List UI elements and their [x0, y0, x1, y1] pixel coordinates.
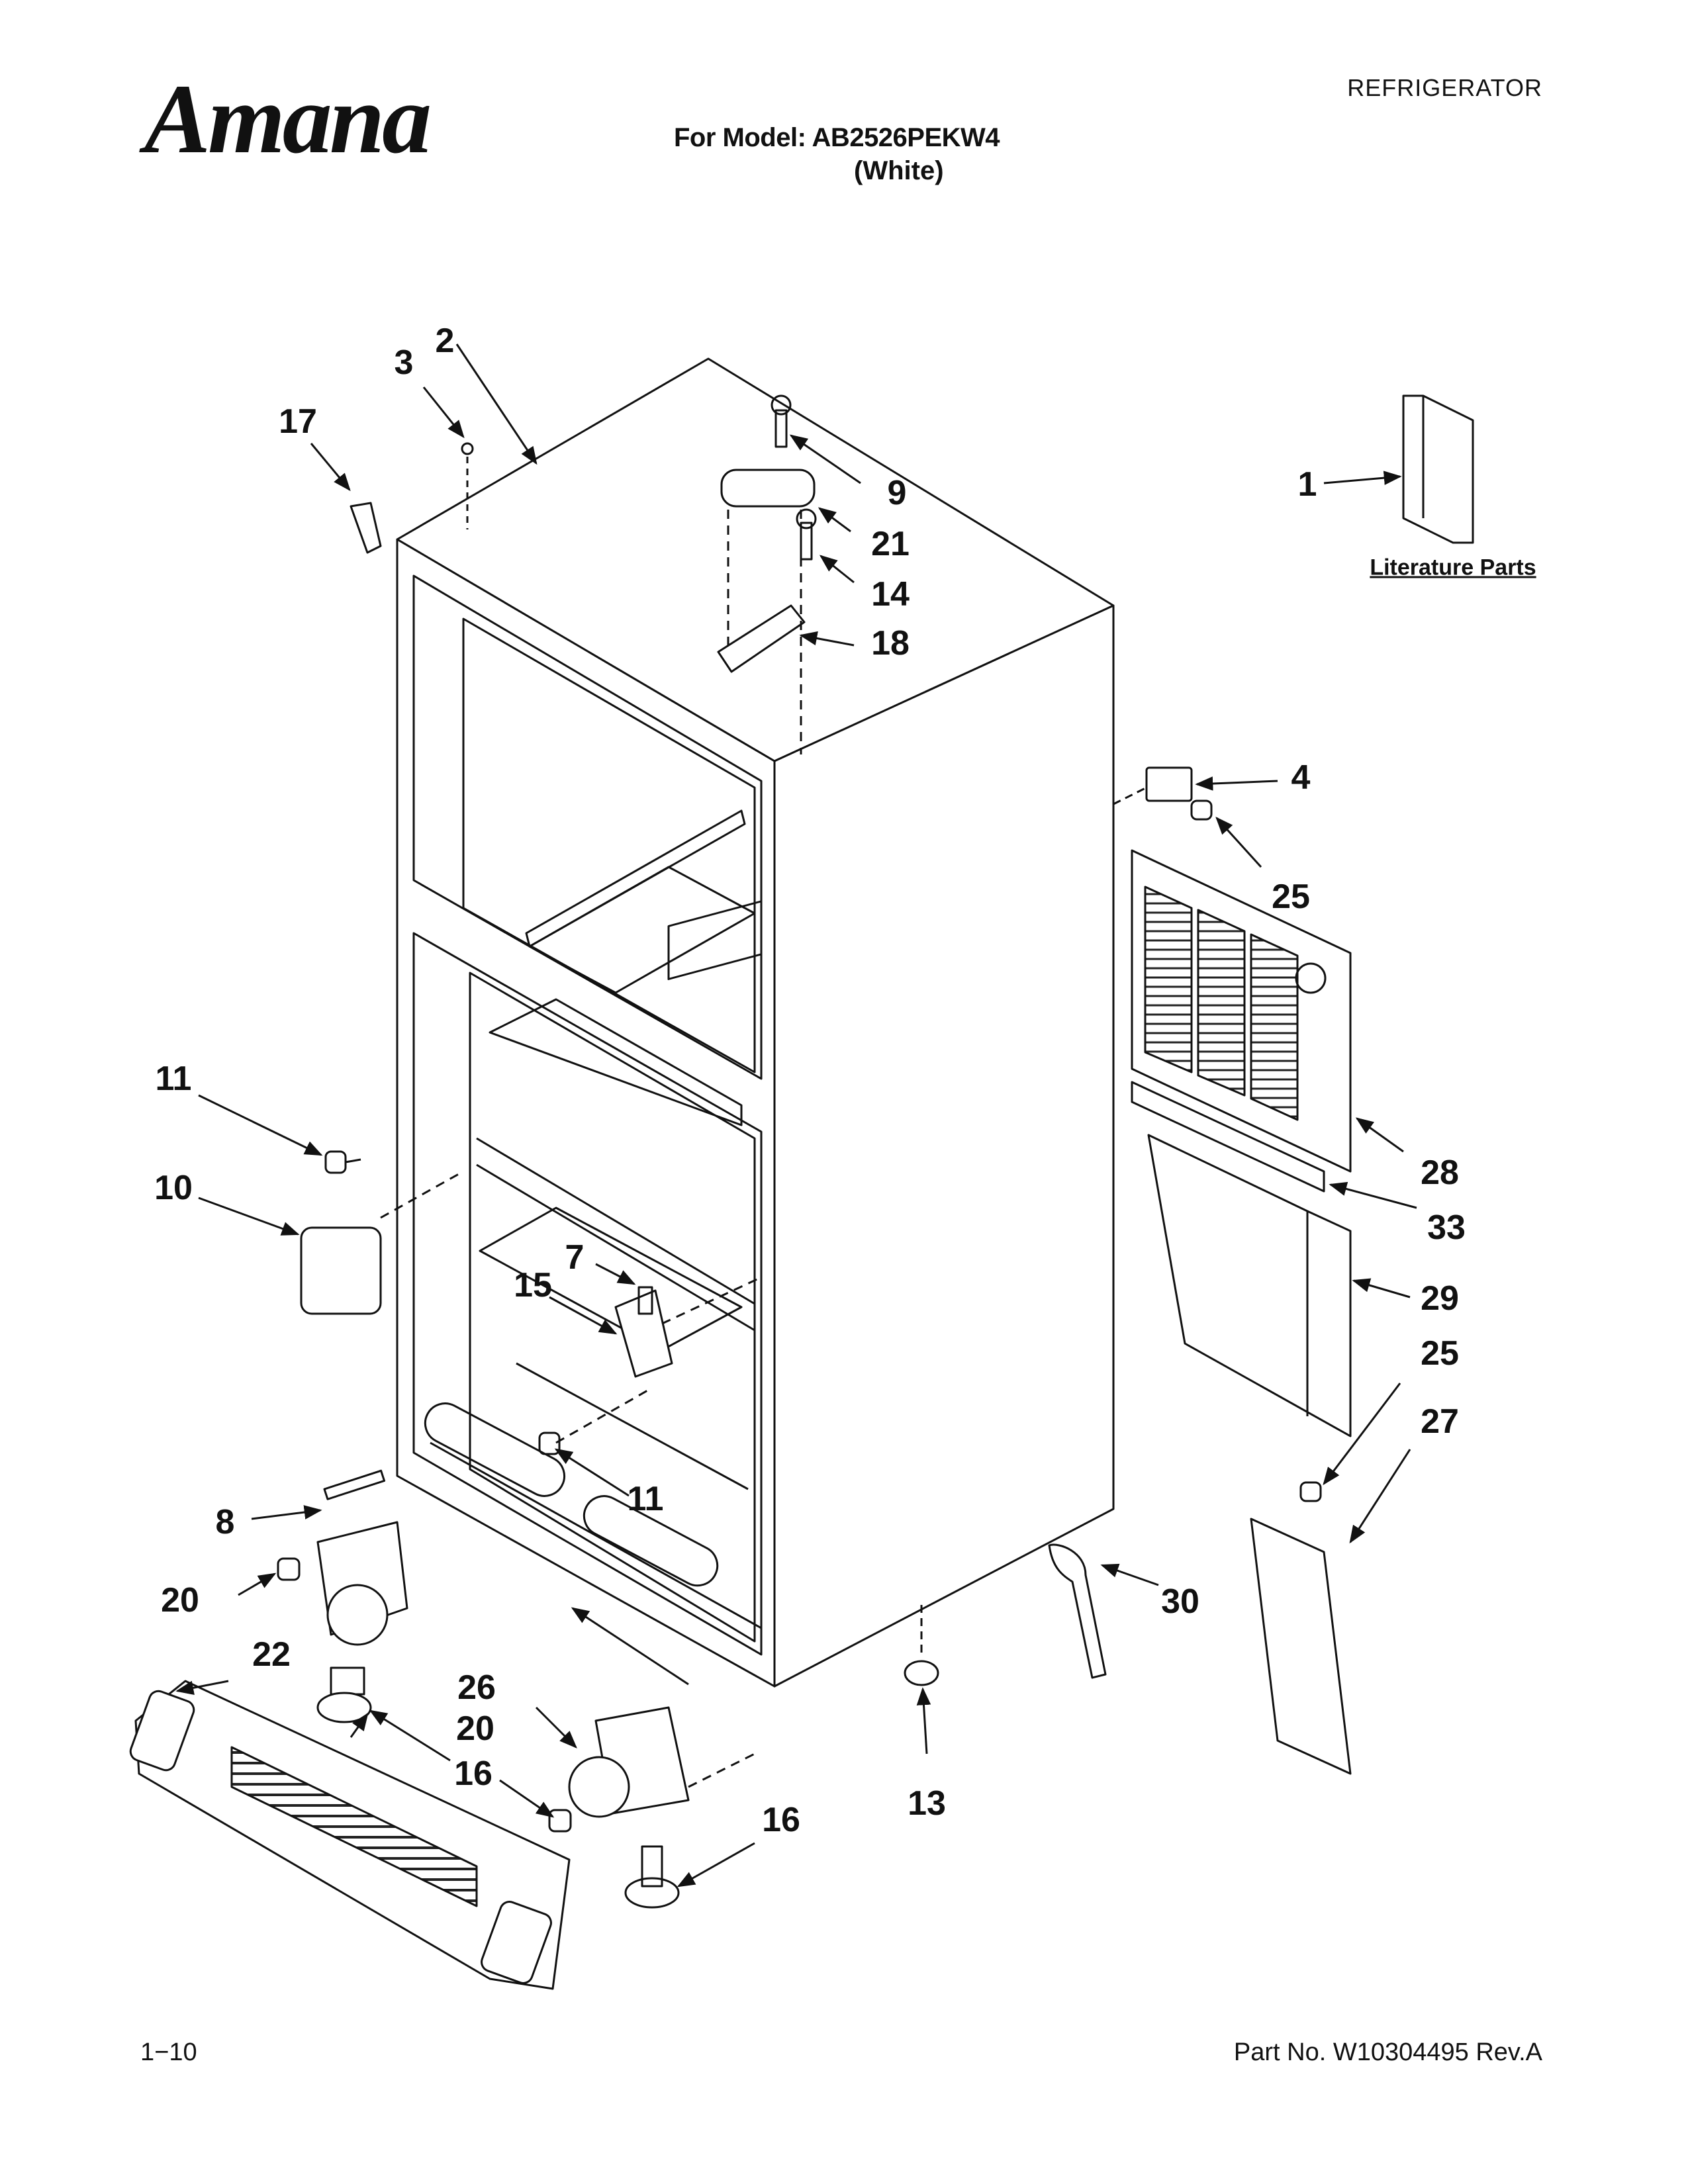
callout-8: 8 [215, 1503, 235, 1541]
callout-22: 22 [252, 1635, 291, 1674]
callout-26: 26 [457, 1668, 496, 1707]
callout-16-right: 16 [762, 1801, 800, 1839]
callout-18: 18 [871, 624, 910, 662]
page-number: 1−10 [140, 2038, 197, 2066]
rear-access-cover [1131, 849, 1352, 1173]
callout-29: 29 [1421, 1279, 1459, 1318]
callout-13: 13 [908, 1784, 946, 1823]
callout-16-left: 16 [454, 1754, 492, 1793]
model-color: (White) [854, 156, 944, 185]
callout-11-lower: 11 [627, 1480, 664, 1518]
brand-logo: Amana [144, 64, 432, 174]
callout-30: 30 [1161, 1582, 1199, 1621]
callout-10: 10 [154, 1169, 193, 1207]
callout-7: 7 [565, 1238, 585, 1277]
callout-17: 17 [279, 402, 317, 441]
callout-4: 4 [1291, 758, 1311, 797]
callout-15: 15 [514, 1266, 552, 1304]
front-roller [316, 1521, 408, 1723]
callout-20-right: 20 [456, 1709, 494, 1748]
document-category: REFRIGERATOR [1347, 74, 1542, 101]
callout-33: 33 [1427, 1208, 1466, 1247]
model-title: For Model: AB2526PEKW4 [674, 123, 1000, 152]
callout-25-lower: 25 [1421, 1334, 1459, 1373]
callout-27: 27 [1421, 1402, 1459, 1441]
top-hinge [717, 394, 817, 754]
rear-roller [568, 1706, 755, 1909]
part-number: Part No. W10304495 Rev.A [1233, 2038, 1542, 2066]
callout-3: 3 [394, 343, 414, 382]
callout-20-left: 20 [161, 1581, 199, 1619]
callout-21: 21 [871, 525, 910, 563]
callout-1: 1 [1297, 465, 1317, 504]
callout-28: 28 [1421, 1154, 1459, 1192]
callout-2: 2 [435, 322, 455, 360]
literature-parts-label: Literature Parts [1370, 555, 1536, 580]
callout-11-upper: 11 [155, 1060, 192, 1098]
callout-14: 14 [871, 575, 910, 614]
cabinet [396, 357, 1115, 1688]
callout-25-upper: 25 [1272, 878, 1310, 916]
callout-9: 9 [887, 474, 907, 512]
toe-grille [129, 1680, 571, 1990]
